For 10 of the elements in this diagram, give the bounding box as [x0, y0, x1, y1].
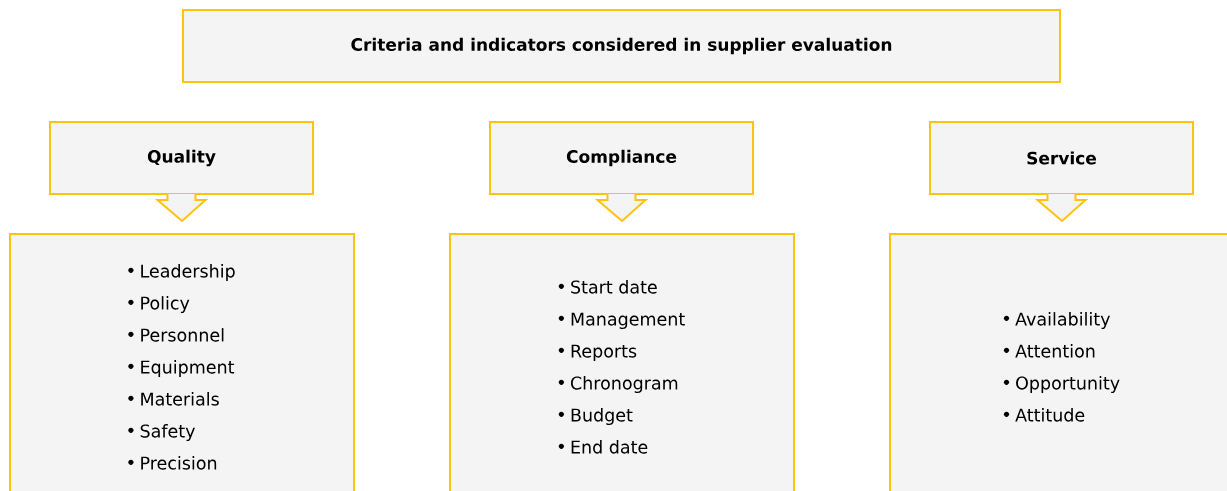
down-arrow [154, 193, 209, 223]
category-box: Service [929, 121, 1194, 195]
down-arrow [1034, 193, 1089, 223]
title-box: Criteria and indicators considered in supplier evaluation [182, 9, 1061, 83]
category-box: Quality [49, 121, 314, 195]
indicator-list-box: Start date Management Reports Chronogram Budget End date [449, 233, 795, 491]
down-arrow [594, 193, 649, 223]
indicator-list-box: Leadership Policy Personnel Equipment Materials Safety Precision [9, 233, 355, 491]
category-box: Compliance [489, 121, 754, 195]
indicator-list-box: Availability Attention Opportunity Attitude [889, 233, 1227, 491]
